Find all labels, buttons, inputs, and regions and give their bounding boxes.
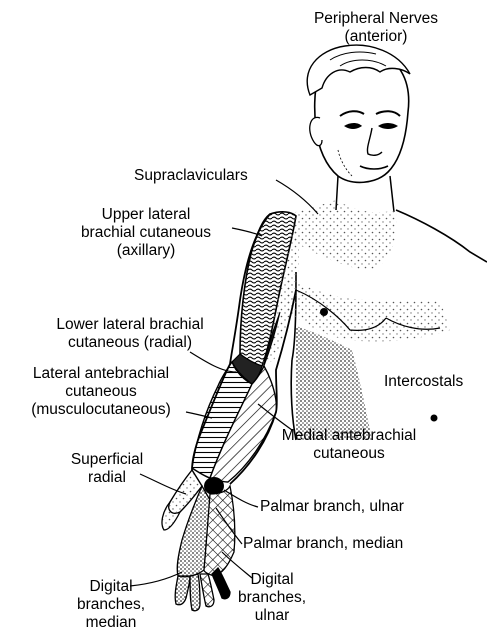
label-palmar-median: Palmar branch, median <box>243 535 403 553</box>
diagram-title: Peripheral Nerves (anterior) <box>296 10 456 46</box>
label-superficial-radial: Superficial radial <box>52 451 162 487</box>
label-medial-antebrachial: Medial antebrachial cutaneous <box>262 427 436 463</box>
head <box>307 45 410 182</box>
navel-marker <box>431 415 438 422</box>
label-lower-lateral-brachial: Lower lateral brachial cutaneous (radial… <box>32 316 228 352</box>
label-upper-lateral-brachial: Upper lateral brachial cutaneous (axilla… <box>58 206 234 260</box>
label-lateral-antebrachial: Lateral antebrachial cutaneous (musculoc… <box>12 365 190 419</box>
nipple-left <box>320 308 328 316</box>
label-digital-ulnar: Digital branches, ulnar <box>232 571 312 625</box>
label-digital-median: Digital branches, median <box>72 578 150 632</box>
intercostal-zone <box>296 326 372 440</box>
label-supraclaviculars: Supraclaviculars <box>134 167 248 185</box>
label-intercostals: Intercostals <box>384 373 463 391</box>
label-palmar-ulnar: Palmar branch, ulnar <box>260 498 404 516</box>
